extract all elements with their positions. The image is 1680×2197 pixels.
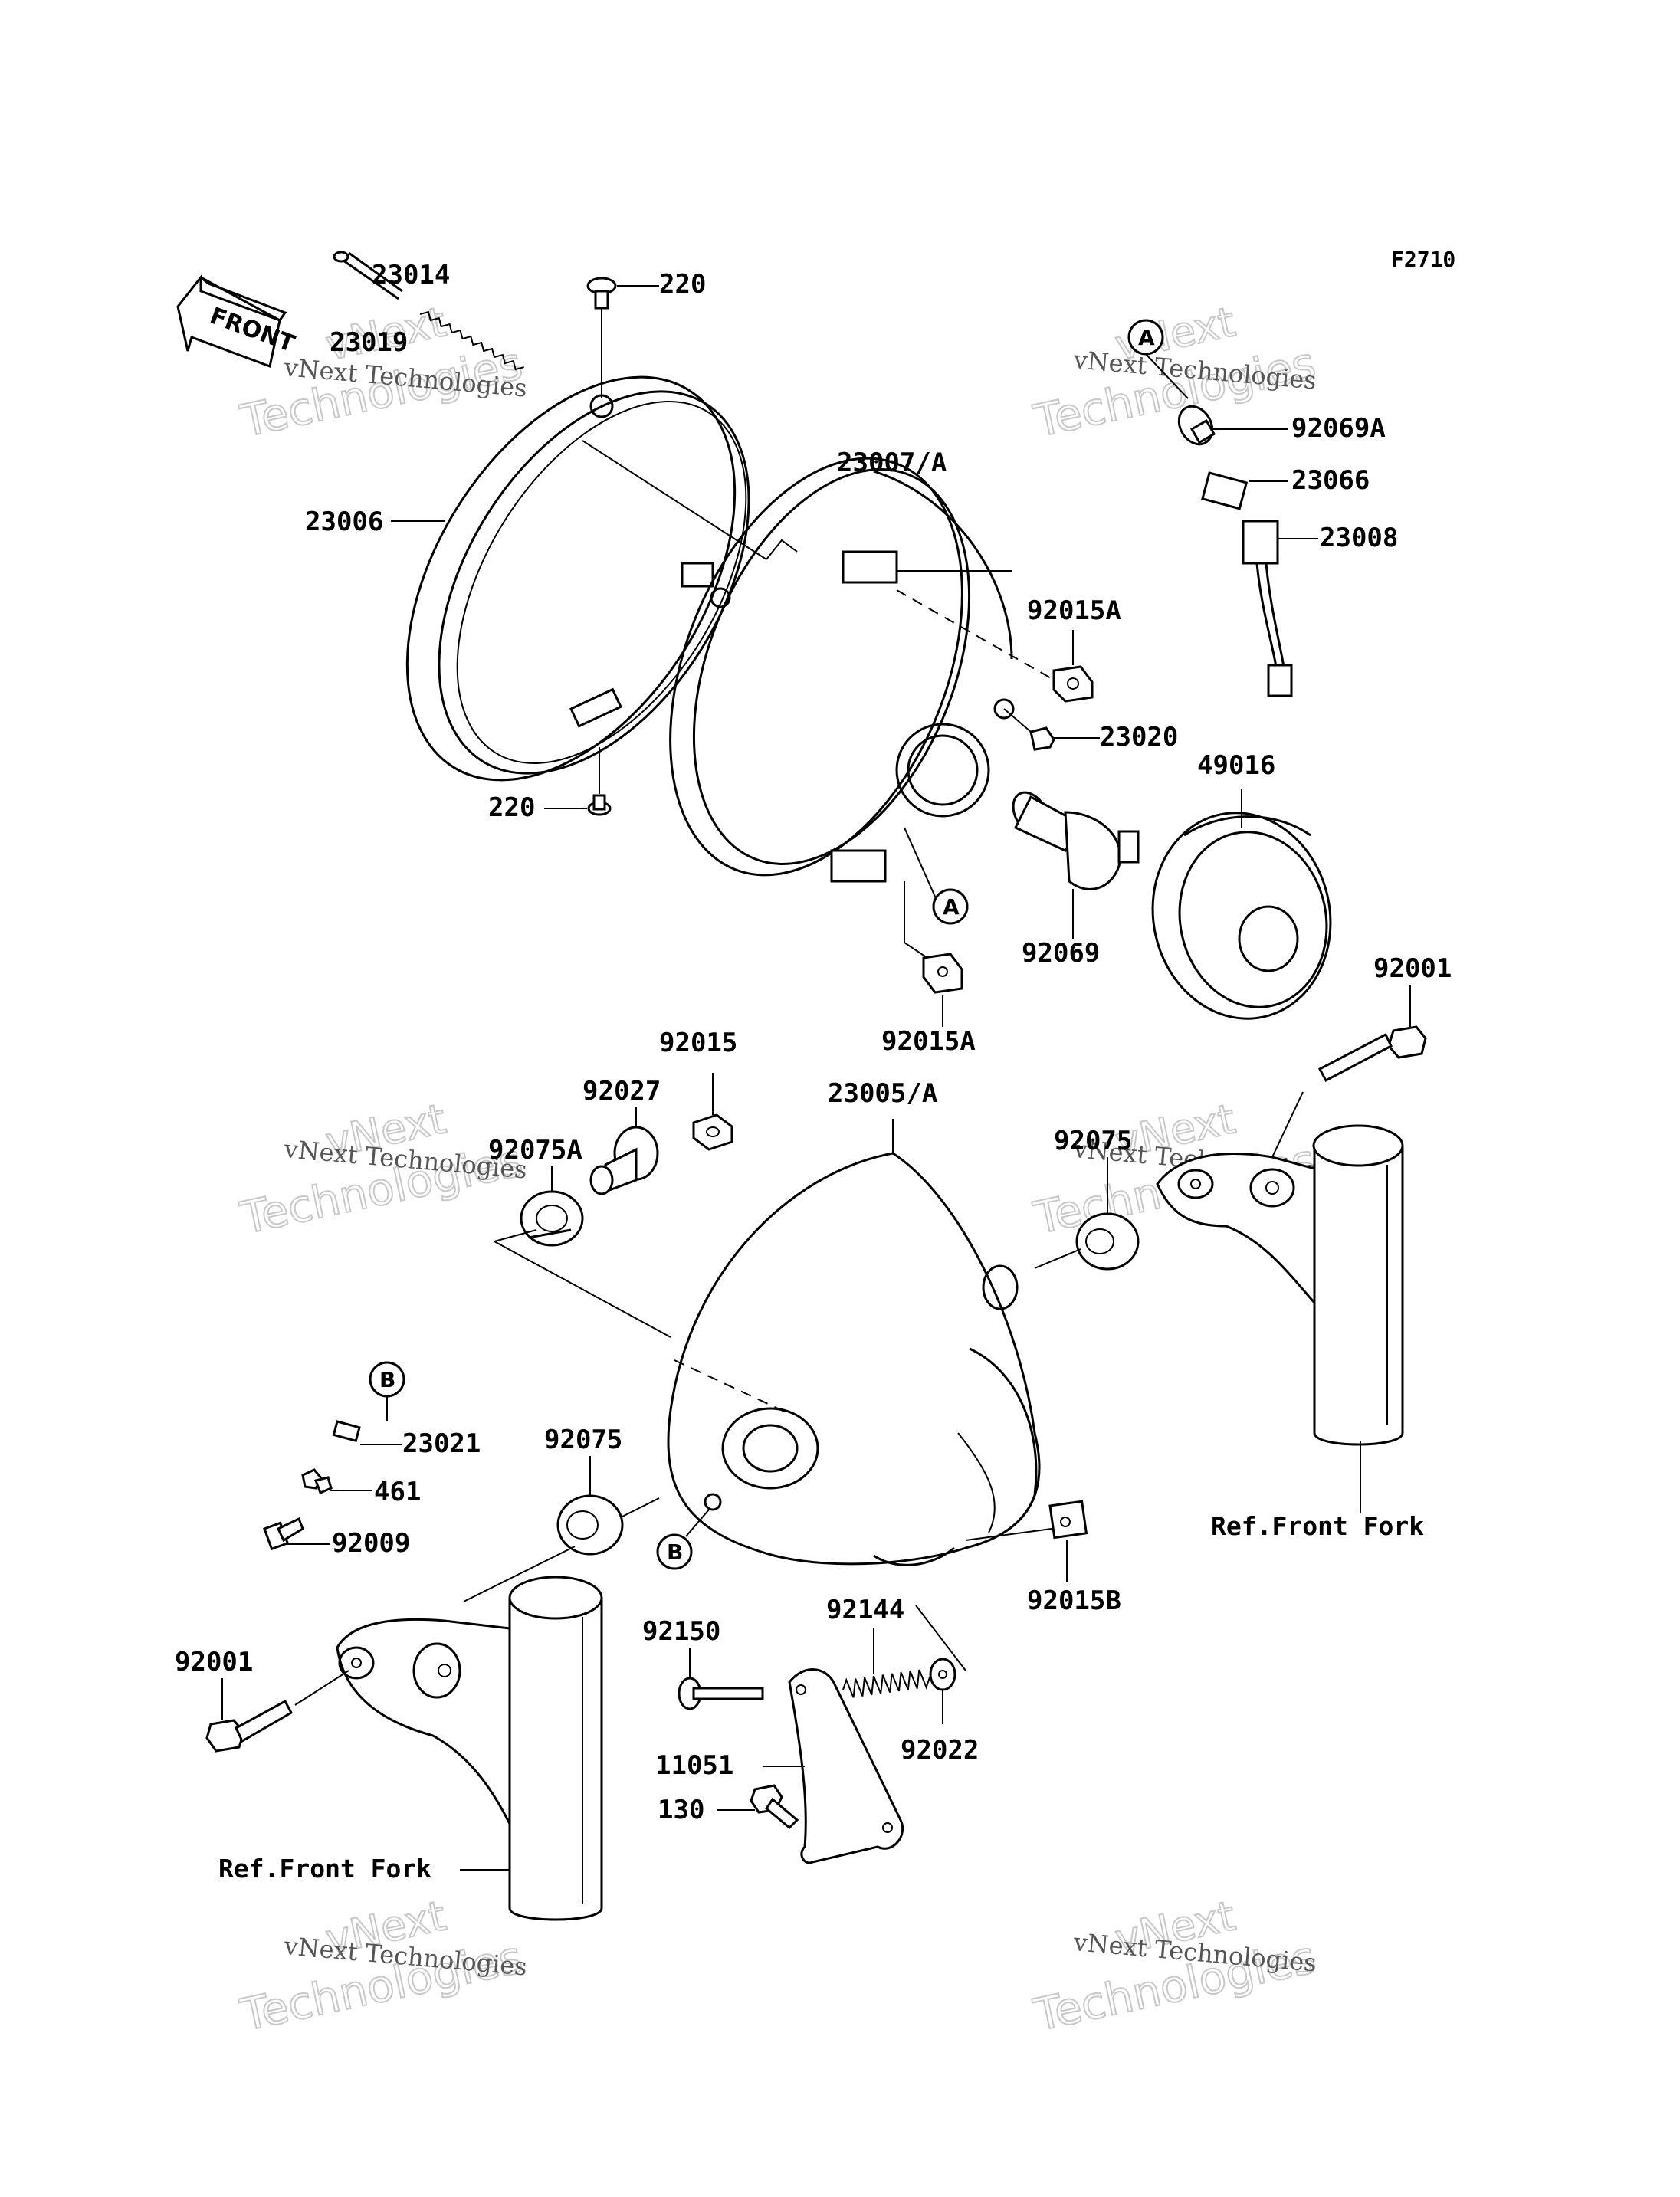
callout-B-housing: B <box>656 1533 693 1570</box>
svg-text:B: B <box>379 1367 395 1392</box>
clip-23020 <box>1029 726 1055 751</box>
part-number-92075A: 92075A <box>488 1135 582 1166</box>
part-number-92015A-upper: 92015A <box>1027 595 1121 626</box>
part-number-92069: 92069 <box>1022 938 1100 969</box>
clip-23021 <box>332 1420 361 1442</box>
callout-A-lower: A <box>932 888 969 925</box>
watermark-bottom-left: Technologies vNext vNext Technologies <box>235 1890 528 2042</box>
part-number-23021: 23021 <box>402 1428 481 1459</box>
part-number-23005A: 23005/A <box>828 1078 937 1109</box>
part-number-23008: 23008 <box>1320 523 1398 553</box>
watermark-top-right: Technologies vNext vNext Technologies <box>1029 297 1321 448</box>
dust-cover <box>1151 812 1332 1020</box>
part-number-92069A: 92069A <box>1291 413 1386 444</box>
part-number-92075-left: 92075 <box>544 1425 622 1455</box>
grommet-92075-right <box>1075 1212 1140 1271</box>
washer-92022 <box>929 1658 956 1691</box>
bracket-left <box>336 1618 511 1825</box>
part-number-130: 130 <box>658 1795 704 1825</box>
fork-tube-left <box>508 1576 603 1921</box>
nut-92015A-upper <box>1052 665 1094 703</box>
grommet-92075A <box>520 1190 584 1247</box>
watermark-bottom-right: Technologies vNext vNext Technologies <box>1029 1890 1321 2042</box>
part-number-220-top: 220 <box>659 269 706 300</box>
svg-text:A: A <box>943 894 960 920</box>
bulb-92069A <box>1177 405 1216 446</box>
bolt-92001-right <box>1317 1025 1427 1083</box>
front-arrow-icon: FRONT <box>176 274 298 369</box>
part-number-92009: 92009 <box>332 1528 410 1559</box>
nut-461 <box>301 1468 333 1494</box>
part-number-23006: 23006 <box>305 507 383 537</box>
part-number-23019: 23019 <box>330 327 408 358</box>
part-number-92001-left: 92001 <box>175 1647 253 1677</box>
part-number-92015B: 92015B <box>1027 1585 1121 1616</box>
part-number-461: 461 <box>374 1477 421 1507</box>
part-number-23020: 23020 <box>1100 722 1178 753</box>
socket-cap-23066 <box>1201 471 1249 510</box>
screw-92009 <box>263 1517 304 1551</box>
callout-B-left: B <box>369 1361 405 1398</box>
screw-220-bottom <box>587 794 612 816</box>
figure-code: F2710 <box>1391 247 1455 272</box>
ref-front-fork-left-label: Ref.Front Fork <box>218 1854 431 1884</box>
headlight-bulb <box>1012 791 1140 890</box>
bracket-11051 <box>788 1668 904 1864</box>
headlight-housing <box>667 1152 1041 1566</box>
socket-23008 <box>1242 520 1293 697</box>
part-number-92001-right: 92001 <box>1373 953 1452 984</box>
watermark-mid-left: Technologies vNext vNext Technologies <box>235 1094 528 1245</box>
part-number-92022: 92022 <box>901 1735 979 1766</box>
part-number-92144: 92144 <box>826 1595 904 1625</box>
reflector-unit <box>669 457 1015 883</box>
part-number-23066: 23066 <box>1291 465 1370 496</box>
spring-23014 <box>419 310 524 371</box>
screw-220-top <box>586 277 617 310</box>
part-number-220-bottom: 220 <box>488 792 535 823</box>
part-number-49016: 49016 <box>1197 750 1275 781</box>
grommet-92075-left <box>556 1494 624 1556</box>
nut-92015 <box>692 1113 733 1151</box>
part-number-23014: 23014 <box>372 260 450 290</box>
ref-front-fork-right-label: Ref.Front Fork <box>1211 1511 1424 1541</box>
part-number-92015A-lower: 92015A <box>881 1026 976 1057</box>
part-number-92027: 92027 <box>582 1076 661 1107</box>
nut-92015A-lower <box>922 953 963 994</box>
part-number-23007A: 23007/A <box>837 448 947 478</box>
svg-text:A: A <box>1138 325 1155 350</box>
bracket-right <box>1156 1153 1316 1306</box>
svg-text:B: B <box>667 1540 683 1565</box>
bolt-92150 <box>678 1677 764 1710</box>
nut-92015B <box>1048 1500 1088 1540</box>
part-number-11051: 11051 <box>655 1750 733 1781</box>
part-number-92150: 92150 <box>642 1616 720 1647</box>
spring-92144 <box>842 1669 930 1698</box>
callout-A-upper: A <box>1127 319 1164 356</box>
bolt-92001-left <box>205 1699 294 1753</box>
bolt-130 <box>750 1784 799 1830</box>
fork-tube-right <box>1312 1124 1404 1446</box>
bolt-23019 <box>333 251 403 300</box>
part-number-92075-right: 92075 <box>1054 1126 1132 1156</box>
part-number-92015: 92015 <box>659 1028 737 1058</box>
collar-92027 <box>589 1126 659 1195</box>
